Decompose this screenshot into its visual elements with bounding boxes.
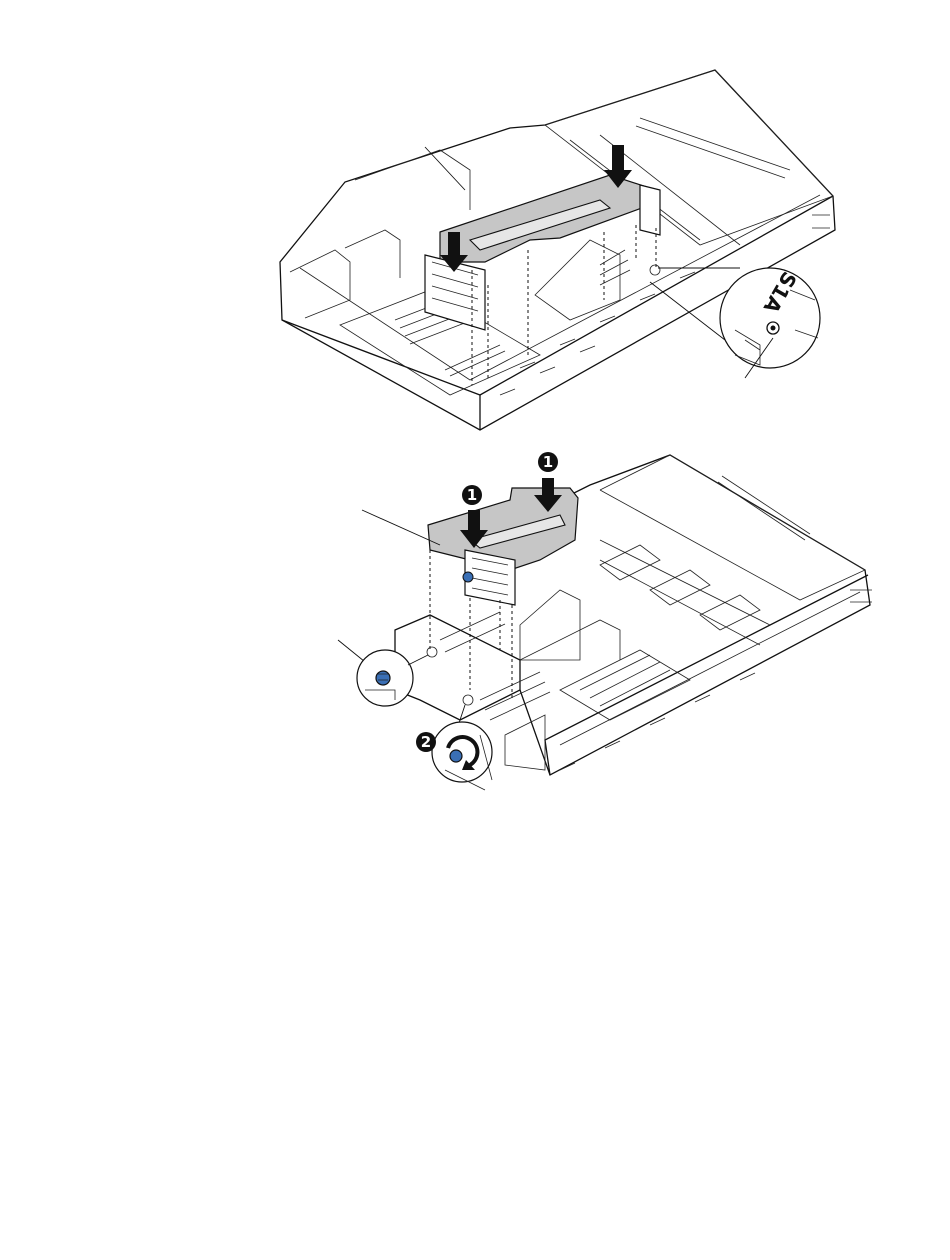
step-1-badge-right: 1 (538, 452, 558, 472)
top-illustration: S1A (280, 70, 835, 430)
step-2-badge: 2 (416, 732, 436, 752)
top-riser-cage (425, 175, 660, 330)
top-detail-inset: S1A (650, 265, 820, 378)
top-chassis-outline (280, 70, 835, 430)
bottom-illustration: 1 1 (338, 452, 872, 790)
bottom-drive-cage (600, 455, 865, 600)
step-2-number: 2 (421, 733, 431, 751)
bottom-riser-cage (428, 488, 578, 605)
step-1-badge-left: 1 (462, 485, 482, 505)
bottom-detail-inset-left (338, 640, 437, 706)
step-1-number-right: 1 (543, 453, 553, 471)
step-1-number-left: 1 (467, 486, 477, 504)
